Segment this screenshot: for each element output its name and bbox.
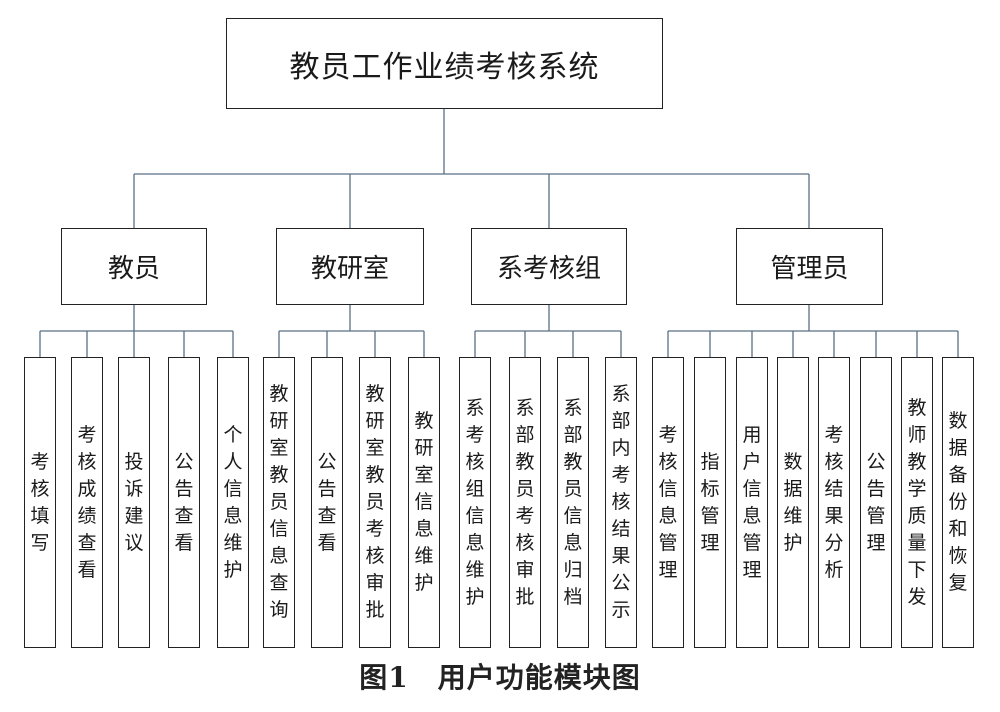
leaf-label: 数据维护 xyxy=(783,450,803,554)
leaf-label: 教研室教员考核审批 xyxy=(365,383,385,621)
leaf-node: 指标管理 xyxy=(694,357,726,648)
group-node-teacher: 教员 xyxy=(61,228,207,305)
leaf-node: 系考核组信息维护 xyxy=(459,357,491,648)
leaf-label: 教研室信息维护 xyxy=(414,410,434,594)
leaf-label: 教研室教员信息查询 xyxy=(269,383,289,621)
leaf-node: 数据备份和恢复 xyxy=(942,357,974,648)
leaf-label: 用户信息管理 xyxy=(742,423,762,581)
leaf-node: 考核信息管理 xyxy=(652,357,684,648)
leaf-node: 教研室信息维护 xyxy=(408,357,440,648)
leaf-node: 考核结果分析 xyxy=(818,357,850,648)
leaf-label: 数据备份和恢复 xyxy=(948,410,968,594)
group-label: 系考核组 xyxy=(496,254,601,284)
leaf-node: 教师教学质量下发 xyxy=(901,357,933,648)
root-node: 教员工作业绩考核系统 xyxy=(226,18,663,109)
root-label: 教员工作业绩考核系统 xyxy=(289,49,600,85)
figure-caption: 图1 用户功能模块图 xyxy=(359,661,641,694)
leaf-label: 指标管理 xyxy=(700,450,720,554)
leaf-node: 个人信息维护 xyxy=(217,357,249,648)
leaf-label: 系部教员考核审批 xyxy=(515,396,535,608)
leaf-label: 教师教学质量下发 xyxy=(907,396,927,608)
leaf-label: 系部内考核结果公示 xyxy=(611,383,631,621)
leaf-label: 考核填写 xyxy=(30,450,50,554)
leaf-node: 教研室教员信息查询 xyxy=(263,357,295,648)
group-label: 管理员 xyxy=(770,254,849,284)
leaf-node: 用户信息管理 xyxy=(736,357,768,648)
leaf-node: 公告查看 xyxy=(168,357,200,648)
leaf-node: 系部教员信息归档 xyxy=(557,357,589,648)
leaf-label: 系部教员信息归档 xyxy=(563,396,583,608)
leaf-label: 公告查看 xyxy=(317,450,337,554)
group-node-research-office: 教研室 xyxy=(276,228,424,305)
leaf-node: 考核成绩查看 xyxy=(71,357,103,648)
leaf-label: 个人信息维护 xyxy=(223,423,243,581)
leaf-node: 系部教员考核审批 xyxy=(509,357,541,648)
group-node-administrator: 管理员 xyxy=(736,228,883,305)
group-label: 教员 xyxy=(107,254,160,284)
leaf-node: 考核填写 xyxy=(24,357,56,648)
leaf-label: 公告管理 xyxy=(866,450,886,554)
group-label: 教研室 xyxy=(310,254,389,284)
leaf-node: 数据维护 xyxy=(777,357,809,648)
leaf-node: 教研室教员考核审批 xyxy=(359,357,391,648)
leaf-label: 考核信息管理 xyxy=(658,423,678,581)
leaf-label: 系考核组信息维护 xyxy=(465,396,485,608)
leaf-node: 公告查看 xyxy=(311,357,343,648)
leaf-label: 考核结果分析 xyxy=(824,423,844,581)
leaf-label: 公告查看 xyxy=(174,450,194,554)
group-node-dept-review-team: 系考核组 xyxy=(471,228,627,305)
leaf-label: 考核成绩查看 xyxy=(77,423,97,581)
leaf-node: 系部内考核结果公示 xyxy=(605,357,637,648)
leaf-node: 公告管理 xyxy=(860,357,892,648)
leaf-label: 投诉建议 xyxy=(124,450,144,554)
leaf-node: 投诉建议 xyxy=(118,357,150,648)
